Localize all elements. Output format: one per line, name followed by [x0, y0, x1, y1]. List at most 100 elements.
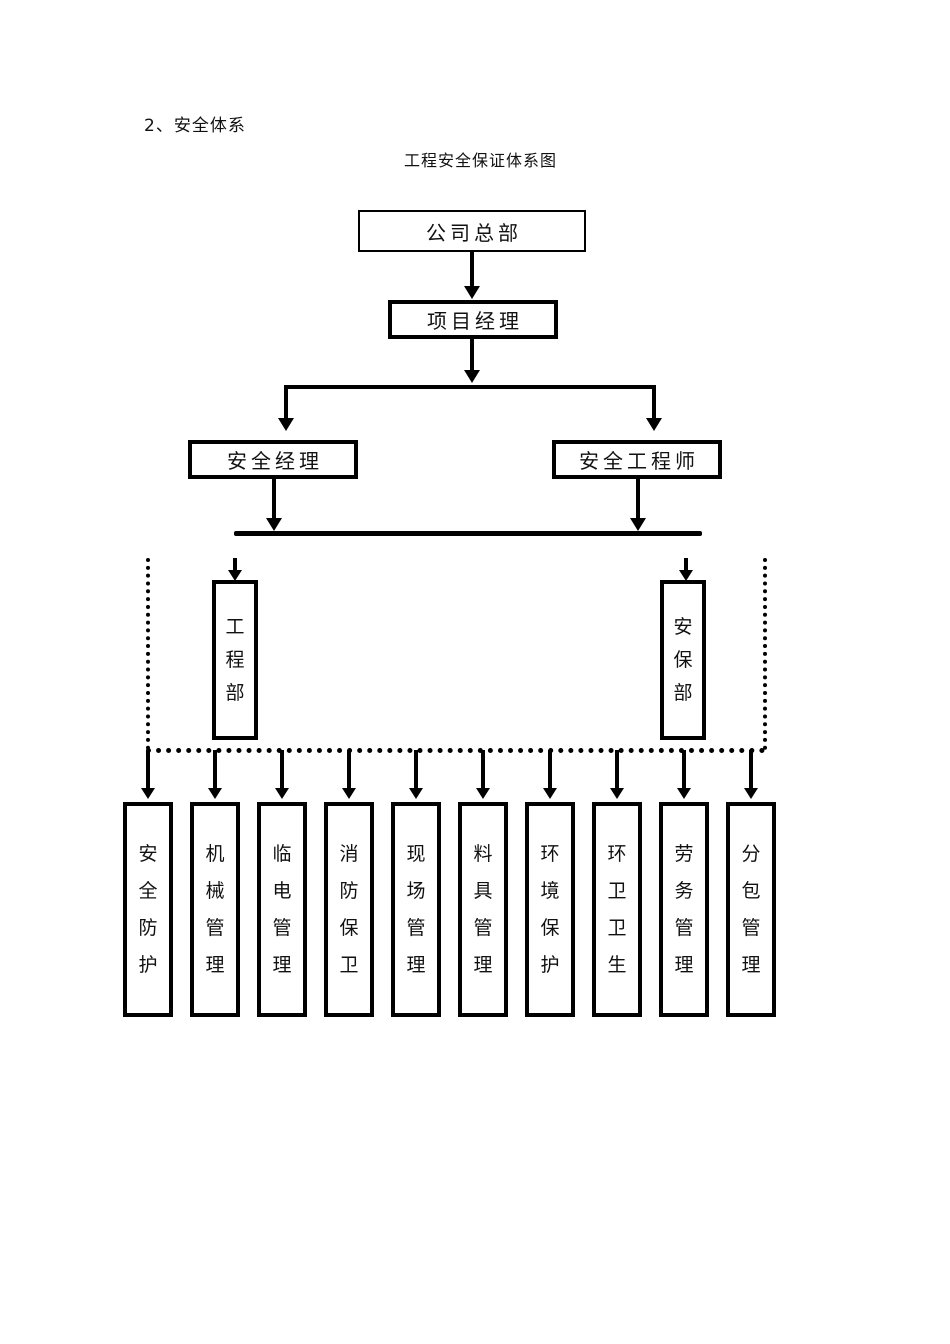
edge-bus-to-engineering-dept [233, 558, 237, 578]
edge-bus-to-leaf-2-arrowhead [275, 788, 289, 799]
edge-bus-to-leaf-3-arrowhead [342, 788, 356, 799]
leaf-node-9-char-1: 包 [741, 879, 761, 902]
leaf-node-5-char-1: 具 [473, 879, 493, 902]
leaf-node-3-char-1: 防 [339, 879, 359, 902]
leaf-node-8-char-0: 劳 [674, 842, 694, 865]
node-security-dept-char-1: 保 [673, 648, 693, 671]
node-engineering-dept: 工 程 部 [212, 580, 258, 740]
edge-bus-to-leaf-1-arrowhead [208, 788, 222, 799]
section-heading: 2、安全体系 [144, 116, 246, 136]
leaf-node-2-char-3: 理 [272, 953, 292, 976]
edge-bus-to-leaf-4-arrowhead [409, 788, 423, 799]
leaf-node-0: 安全防护 [123, 802, 173, 1017]
leaf-node-6-char-0: 环 [540, 842, 560, 865]
leaf-node-9-char-0: 分 [741, 842, 761, 865]
leaf-node-7-char-3: 生 [607, 953, 627, 976]
node-project-manager: 项目经理 [388, 300, 558, 339]
leaf-node-2-char-0: 临 [272, 842, 292, 865]
edge-safety-manager-to-bus [272, 479, 276, 523]
leaf-node-5-char-3: 理 [473, 953, 493, 976]
leaf-node-7-char-0: 环 [607, 842, 627, 865]
node-engineering-dept-char-0: 工 [225, 615, 245, 638]
edge-bus-to-leaf-9-arrowhead [744, 788, 758, 799]
leaf-node-1-char-2: 管 [205, 916, 225, 939]
leaf-node-9: 分包管理 [726, 802, 776, 1017]
leaf-node-2-char-1: 电 [272, 879, 292, 902]
leaf-node-7-char-1: 卫 [607, 879, 627, 902]
leaf-node-0-char-1: 全 [138, 879, 158, 902]
leaf-node-3-char-3: 卫 [339, 953, 359, 976]
leaf-node-3: 消防保卫 [324, 802, 374, 1017]
edge-pm-split-bar [284, 385, 656, 389]
leaf-node-2: 临电管理 [257, 802, 307, 1017]
edge-bus-to-leaf-0 [146, 750, 150, 790]
leaf-node-6-char-2: 保 [540, 916, 560, 939]
leaf-node-9-char-3: 理 [741, 953, 761, 976]
edge-pm-to-safety-manager [284, 385, 288, 423]
leaf-node-8: 劳务管理 [659, 802, 709, 1017]
leaf-node-8-char-1: 务 [674, 879, 694, 902]
dotted-bus-bar [146, 748, 765, 753]
edge-bus-to-leaf-1 [213, 750, 217, 790]
edge-hq-to-pm [470, 252, 474, 288]
node-security-dept-char-2: 部 [673, 681, 693, 704]
leaf-node-1-char-1: 械 [205, 879, 225, 902]
node-safety-manager: 安全经理 [188, 440, 358, 479]
edge-pm-to-safety-manager-arrowhead [278, 418, 294, 431]
leaf-node-6: 环境保护 [525, 802, 575, 1017]
leaf-node-5-char-0: 料 [473, 842, 493, 865]
leaf-node-1-char-0: 机 [205, 842, 225, 865]
leaf-node-2-char-2: 管 [272, 916, 292, 939]
dotted-line-right [763, 558, 767, 750]
edge-pm-to-safety-engineer [652, 385, 656, 423]
leaf-node-5-char-2: 管 [473, 916, 493, 939]
main-bus-bar [234, 531, 702, 536]
node-security-dept-char-0: 安 [673, 615, 693, 638]
leaf-node-7: 环卫卫生 [592, 802, 642, 1017]
leaf-node-9-char-2: 管 [741, 916, 761, 939]
leaf-node-5: 料具管理 [458, 802, 508, 1017]
leaf-node-6-char-3: 护 [540, 953, 560, 976]
edge-bus-to-leaf-7 [615, 750, 619, 790]
leaf-node-4-char-2: 管 [406, 916, 426, 939]
leaf-node-3-char-2: 保 [339, 916, 359, 939]
edge-bus-to-leaf-8-arrowhead [677, 788, 691, 799]
leaf-node-1-char-3: 理 [205, 953, 225, 976]
edge-safety-engineer-to-bus-arrowhead [630, 518, 646, 531]
leaf-node-0-char-2: 防 [138, 916, 158, 939]
edge-bus-to-engineering-dept-arrowhead [228, 570, 242, 581]
node-engineering-dept-char-1: 程 [225, 648, 245, 671]
leaf-node-4-char-3: 理 [406, 953, 426, 976]
leaf-node-8-char-3: 理 [674, 953, 694, 976]
node-engineering-dept-char-2: 部 [225, 681, 245, 704]
node-headquarters: 公司总部 [358, 210, 586, 252]
leaf-node-4-char-0: 现 [406, 842, 426, 865]
chart-title: 工程安全保证体系图 [404, 151, 558, 170]
edge-bus-to-leaf-0-arrowhead [141, 788, 155, 799]
edge-bus-to-leaf-6 [548, 750, 552, 790]
edge-bus-to-leaf-8 [682, 750, 686, 790]
leaf-node-6-char-1: 境 [540, 879, 560, 902]
edge-bus-to-leaf-3 [347, 750, 351, 790]
node-safety-engineer-label: 安全工程师 [579, 449, 699, 473]
leaf-node-4: 现场管理 [391, 802, 441, 1017]
edge-bus-to-leaf-4 [414, 750, 418, 790]
edge-pm-down-arrowhead [464, 370, 480, 383]
edge-bus-to-leaf-5-arrowhead [476, 788, 490, 799]
node-security-dept: 安 保 部 [660, 580, 706, 740]
leaf-node-0-char-3: 护 [138, 953, 158, 976]
leaf-node-7-char-2: 卫 [607, 916, 627, 939]
leaf-node-1: 机械管理 [190, 802, 240, 1017]
leaf-node-3-char-0: 消 [339, 842, 359, 865]
leaf-node-4-char-1: 场 [406, 879, 426, 902]
edge-bus-to-security-dept-arrowhead [679, 570, 693, 581]
edge-pm-down-stem [470, 339, 474, 375]
node-project-manager-label: 项目经理 [427, 309, 523, 333]
node-headquarters-label: 公司总部 [426, 220, 522, 245]
edge-safety-engineer-to-bus [636, 479, 640, 523]
edge-bus-to-leaf-9 [749, 750, 753, 790]
edge-hq-to-pm-arrowhead [464, 286, 480, 299]
leaf-node-0-char-0: 安 [138, 842, 158, 865]
edge-bus-to-leaf-2 [280, 750, 284, 790]
